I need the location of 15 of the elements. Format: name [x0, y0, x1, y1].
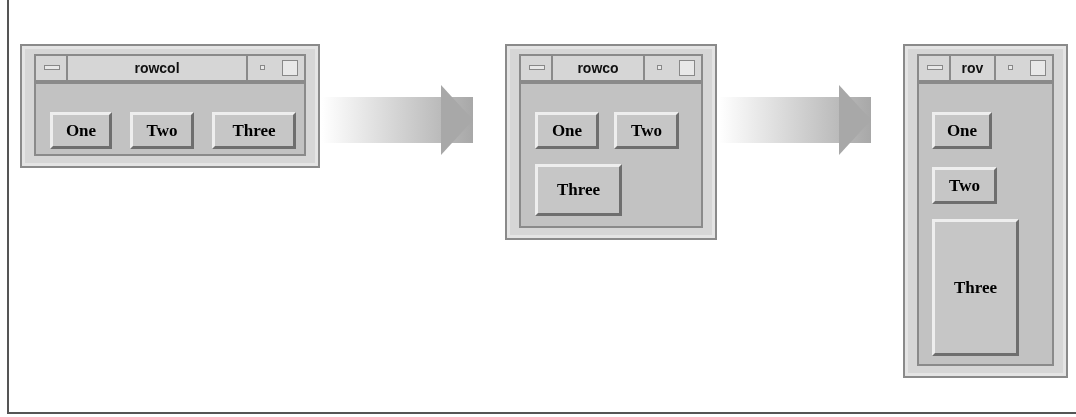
window-frame: [903, 44, 1068, 378]
push-button: Three: [212, 112, 296, 149]
window-title: rowco: [551, 56, 645, 80]
push-button: One: [932, 112, 992, 149]
window-frame: [505, 44, 717, 240]
push-button: Three: [932, 219, 1019, 356]
push-button: Three: [535, 164, 622, 216]
window-frame: [20, 44, 320, 168]
push-button: One: [50, 112, 112, 149]
push-button: Two: [130, 112, 194, 149]
push-button: Two: [614, 112, 679, 149]
window-title: rowcol: [66, 56, 248, 80]
push-button: Two: [932, 167, 997, 204]
push-button: One: [535, 112, 599, 149]
window-title: rov: [949, 56, 996, 80]
